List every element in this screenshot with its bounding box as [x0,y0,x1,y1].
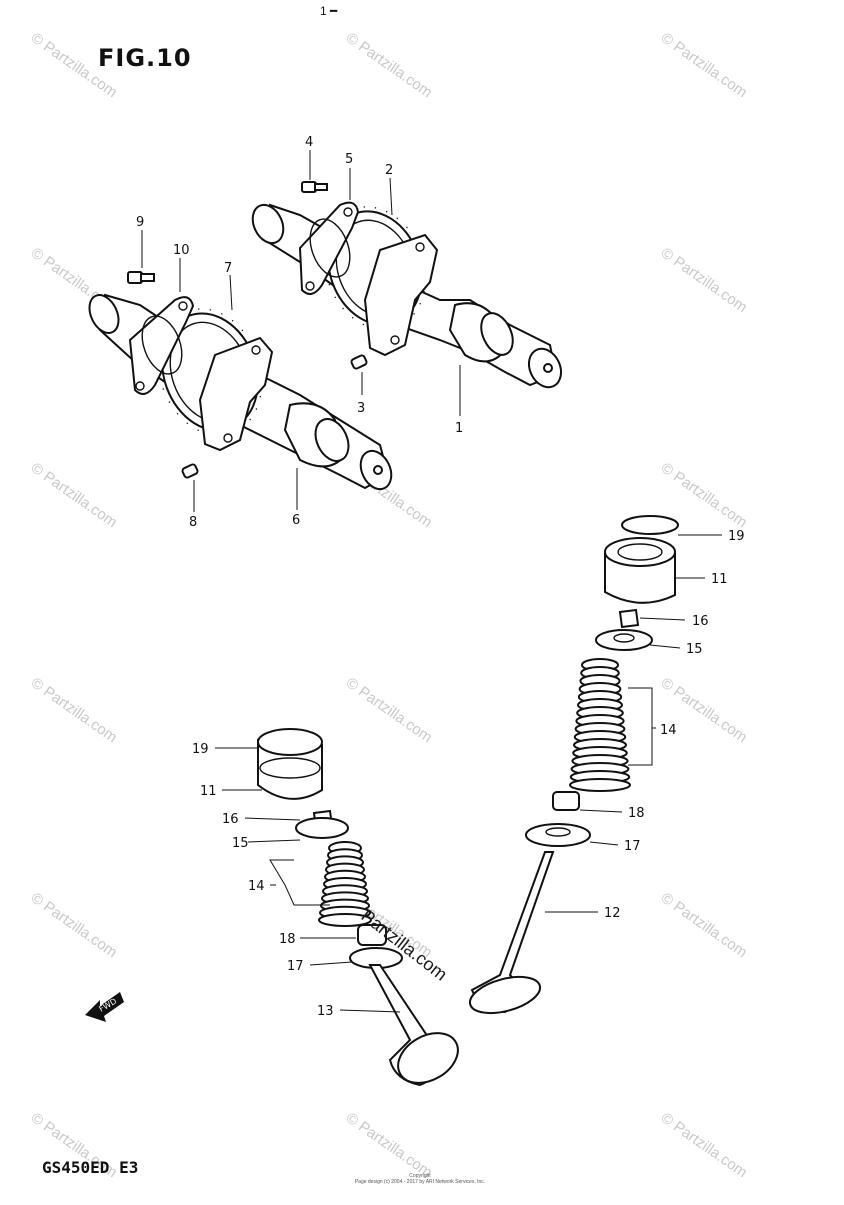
callout-17-left: 17 [287,959,304,974]
camshaft-6-flange [198,336,274,452]
callout-7: 7 [224,261,232,276]
camshaft-1-journal-end [251,203,285,245]
callout-11-left: 11 [200,784,217,799]
watermark-text: © Partzilla.com [343,29,436,101]
retainer-15-right [595,629,653,651]
shim-19-right [621,515,679,535]
copyright-line2: Page design (c) 2004 - 2017 by ARI Netwo… [354,1179,486,1185]
watermark-text: © Partzilla.com [343,674,436,746]
callout-labels: 4 5 2 3 1 9 10 7 8 6 19 11 16 15 14 18 1… [136,135,745,1019]
figure-title: FIG.10 [98,44,192,72]
camshaft-upper-assembly [251,181,563,389]
watermark-text: © Partzilla.com [28,459,121,531]
callout-4: 4 [305,135,313,150]
callout-14-right: 14 [660,723,677,738]
leader-lines [141,150,722,1013]
camshaft-6-end-hole [373,465,383,475]
page-mark: 1 ━ [320,4,338,18]
spring-14-right [569,658,631,792]
valve-assembly-right [468,515,679,1015]
watermark-text: © Partzilla.com [658,889,751,961]
seat-18-left [357,924,387,946]
copyright-notice: Copyright Page design (c) 2004 - 2017 by… [330,1173,510,1185]
callout-1: 1 [455,421,463,436]
callout-12: 12 [604,906,621,921]
camshaft-6-journal-end [88,294,120,334]
callout-13: 13 [317,1004,334,1019]
callout-15-left: 15 [232,836,249,851]
watermark-text: © Partzilla.com [658,29,751,101]
camshaft-hub-10 [128,296,195,395]
watermark-layer: © Partzilla.com © Partzilla.com © Partzill… [28,29,751,1181]
camshaft-6-lobe-face [314,418,350,462]
callout-17-right: 17 [624,839,641,854]
watermark-text: © Partzilla.com [28,889,121,961]
callout-19-right: 19 [728,529,745,544]
callout-18-right: 18 [628,806,645,821]
copyright-line1: Copyright [409,1173,431,1179]
dowel-pin-8 [181,463,199,479]
callout-15-right: 15 [686,642,703,657]
callout-2: 2 [385,163,393,178]
valve-12-exhaust [468,851,555,1015]
tappet-11-left [257,728,323,800]
camshaft-hub-5 [298,201,360,295]
callout-11-right: 11 [711,572,728,587]
callout-16-right: 16 [692,614,709,629]
callout-9: 9 [136,215,144,230]
spring-14-left [318,841,372,927]
tappet-11-right [604,537,676,604]
camshaft-1-end-hole [543,363,553,373]
dowel-pin-3 [350,354,368,370]
front-arrow-icon: FWD [85,992,124,1022]
callout-3: 3 [357,401,365,416]
model-code: GS450ED E3 [42,1158,139,1177]
callout-5: 5 [345,152,353,167]
spring-seat-17-right [525,823,591,847]
valve-13-intake [368,964,459,1087]
callout-14-left: 14 [248,879,265,894]
camshaft-1-lobe-face [480,312,514,356]
cotter-16-right [618,608,640,629]
watermark-text: © Partzilla.com [343,1109,436,1181]
camshaft-1-flange [363,233,439,357]
valve-assembly-left [257,728,459,1087]
callout-8: 8 [189,515,197,530]
retainer-15-left [295,817,349,839]
watermark-text: © Partzilla.com [658,244,751,316]
callout-6: 6 [292,513,300,528]
watermark-text: © Partzilla.com [28,674,121,746]
seat-18-right [552,791,580,811]
callout-16-left: 16 [222,812,239,827]
watermark-text: © Partzilla.com [658,1109,751,1181]
camshaft-lower-assembly [88,271,393,491]
callout-19-left: 19 [192,742,209,757]
callout-18-left: 18 [279,932,296,947]
bolt-4 [301,181,328,193]
callout-10: 10 [173,243,190,258]
bolt-9 [127,271,155,284]
